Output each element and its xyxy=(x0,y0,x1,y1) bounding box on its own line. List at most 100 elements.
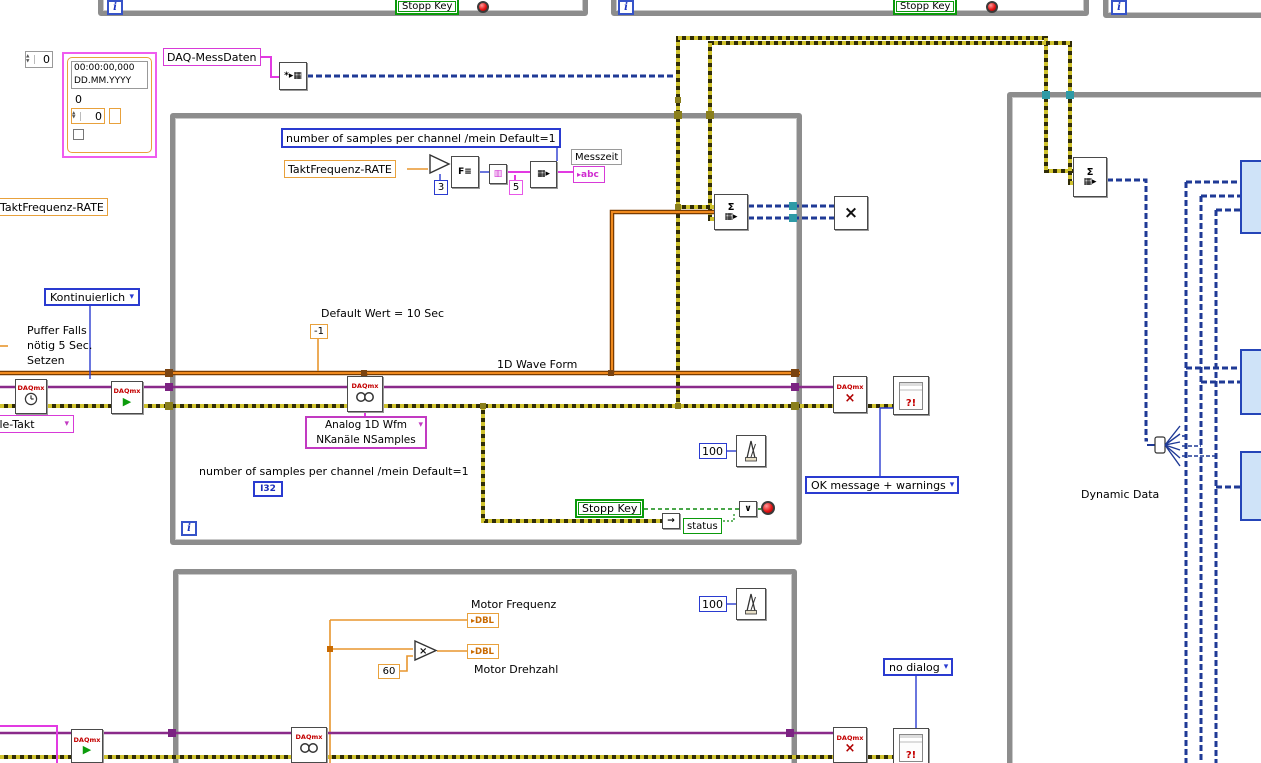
daqmx-label: DAQmx xyxy=(73,735,101,744)
analog-read-selector[interactable]: Analog 1D Wfm NKanäle NSamples ▾ xyxy=(305,416,427,449)
waveform-note: 1D Wave Form xyxy=(497,358,578,371)
chevron-down-icon: ▾ xyxy=(64,419,69,429)
while-loop-top-c[interactable] xyxy=(1103,0,1261,18)
unbundle-arrow-icon: → xyxy=(667,515,675,526)
constant-60[interactable]: 60 xyxy=(378,664,400,679)
stopp-key-label[interactable]: Stopp Key xyxy=(395,0,460,15)
while-loop-top-b[interactable] xyxy=(611,0,1089,16)
stop-button-led[interactable] xyxy=(761,501,775,515)
wait-ms-constant[interactable]: 100 xyxy=(699,443,727,459)
timestamp-display[interactable]: 00:00:00,000 DD.MM.YYYY xyxy=(71,61,148,89)
dynamic-data-terminal[interactable] xyxy=(1240,451,1261,521)
error-handler-node[interactable]: ?! xyxy=(893,376,929,415)
constant-minus-1[interactable]: -1 xyxy=(310,324,328,339)
kontinuierlich-selector[interactable]: Kontinuierlich ▾ xyxy=(44,288,140,306)
counter-value: 0 xyxy=(43,53,50,66)
dbl-indicator[interactable]: ▸ DBL xyxy=(467,644,499,659)
stop-button-led[interactable] xyxy=(477,1,489,13)
multiply-node[interactable] xyxy=(428,153,452,178)
or-icon: ∨ xyxy=(744,503,752,514)
build-text-node[interactable]: ▦▸ xyxy=(530,161,557,188)
checkbox[interactable] xyxy=(73,129,84,140)
iteration-terminal[interactable]: i xyxy=(1111,0,1127,15)
wait-metronome-node[interactable] xyxy=(736,588,766,620)
constant-3[interactable]: 3 xyxy=(434,180,448,195)
stopp-key-label[interactable]: Stopp Key xyxy=(575,499,645,518)
i32-terminal[interactable]: I32 xyxy=(253,481,283,497)
daqmx-label: DAQmx xyxy=(17,383,45,392)
metronome-icon xyxy=(741,439,761,464)
combo-label: ample-Takt xyxy=(0,417,35,431)
samples-note: number of samples per channel /mein Defa… xyxy=(199,465,469,478)
unbundle-status-node[interactable]: → xyxy=(662,513,680,529)
timestamp-sub-control[interactable]: ▲▼ 0 xyxy=(71,108,105,124)
counter-control[interactable]: ▲▼ 0 xyxy=(25,51,53,68)
daqmx-read-node[interactable]: DAQmx xyxy=(291,727,327,763)
convert-to-dynamic-data-node[interactable]: *▸▦ xyxy=(279,62,307,90)
iteration-terminal[interactable]: i xyxy=(181,521,197,536)
selector-line1: Analog 1D Wfm xyxy=(324,418,408,431)
terminal-arrow-icon: ▸ xyxy=(577,170,582,179)
dynamic-data-terminal[interactable] xyxy=(1240,160,1261,234)
daq-messdaten-label[interactable]: DAQ-MessDaten xyxy=(163,48,261,66)
chevron-down-icon: ▾ xyxy=(418,420,423,430)
chevron-down-icon: ▾ xyxy=(949,480,955,490)
format-datetime-node[interactable]: F≡ xyxy=(451,156,479,188)
chevron-down-icon: ▾ xyxy=(943,662,949,672)
dynamic-data-terminal[interactable] xyxy=(1240,349,1261,415)
wait-metronome-node[interactable] xyxy=(736,435,766,467)
or-node[interactable]: ∨ xyxy=(739,501,757,517)
spinner-icon[interactable]: ▲▼ xyxy=(72,111,81,121)
collector-sigma-node[interactable]: Σ ▦▸ xyxy=(1073,157,1107,197)
constant-5[interactable]: 5 xyxy=(509,180,523,195)
samples-per-channel-label[interactable]: number of samples per channel /mein Defa… xyxy=(281,128,561,148)
daqmx-clear-task-node[interactable]: DAQmx × xyxy=(833,376,867,413)
timestamp-sub-box[interactable] xyxy=(109,108,121,124)
dynamic-data-note: Dynamic Data xyxy=(1081,488,1160,501)
dbl-indicator[interactable]: ▸ DBL xyxy=(467,613,499,628)
puffer-note-line2: nötig 5 Sec. xyxy=(27,339,93,352)
iteration-terminal[interactable]: i xyxy=(618,0,634,15)
status-label[interactable]: status xyxy=(683,518,722,534)
timestamp-cluster[interactable]: 00:00:00,000 DD.MM.YYYY 0 ▲▼ 0 xyxy=(62,52,157,158)
iteration-label: i xyxy=(113,2,117,13)
takt-frequenz-rate-label[interactable]: TaktFrequenz-RATE xyxy=(284,160,396,178)
metronome-icon xyxy=(741,592,761,617)
combo-label: OK message + warnings xyxy=(811,478,946,492)
daqmx-read-node[interactable]: DAQmx xyxy=(347,376,383,412)
daqmx-clear-task-node[interactable]: DAQmx × xyxy=(833,727,867,763)
stopp-key-label[interactable]: Stopp Key xyxy=(893,0,958,15)
grid-arrow-icon: ▦▸ xyxy=(536,169,551,179)
takt-frequenz-label[interactable]: TaktFrequenz-RATE xyxy=(0,198,108,216)
selector-line2: NKanäle NSamples xyxy=(316,433,416,446)
iteration-terminal[interactable]: i xyxy=(107,0,123,15)
binoculars-icon xyxy=(355,391,375,405)
delete-data-node[interactable]: × xyxy=(834,196,868,230)
sample-takt-selector[interactable]: ample-Takt ▾ xyxy=(0,415,74,433)
messzeit-label[interactable]: Messzeit xyxy=(571,149,623,165)
daqmx-start-task-node[interactable]: DAQmx ▶ xyxy=(111,381,143,414)
daqmx-start-task-node[interactable]: DAQmx ▶ xyxy=(71,729,103,763)
split-signals-node[interactable] xyxy=(1147,421,1183,474)
while-loop-2[interactable] xyxy=(173,569,797,763)
play-icon: ▶ xyxy=(82,743,92,757)
right-structure-frame[interactable] xyxy=(1007,92,1261,763)
ok-message-selector[interactable]: OK message + warnings ▾ xyxy=(805,476,959,494)
i32-label: I32 xyxy=(260,484,276,494)
spinner-icon[interactable]: ▲▼ xyxy=(26,54,35,64)
stop-button-led[interactable] xyxy=(986,1,998,13)
to-string-node[interactable]: ▥ xyxy=(489,164,507,184)
collector-sigma-node[interactable]: Σ ▦▸ xyxy=(714,194,748,230)
while-loop-top-a[interactable] xyxy=(98,0,588,16)
multiply-node[interactable]: × xyxy=(413,639,439,665)
no-dialog-selector[interactable]: no dialog ▾ xyxy=(883,658,953,676)
timestamp-time: 00:00:00,000 xyxy=(74,63,135,73)
wait-ms-constant[interactable]: 100 xyxy=(699,596,727,612)
timestamp-date: DD.MM.YYYY xyxy=(74,76,132,86)
string-indicator-abc[interactable]: ▸ abc xyxy=(573,166,605,183)
daqmx-label: DAQmx xyxy=(295,733,323,742)
error-handler-node[interactable]: ?! xyxy=(893,728,929,763)
daqmx-timing-node[interactable]: DAQmx xyxy=(15,379,47,414)
dbl-label: DBL xyxy=(475,615,494,626)
